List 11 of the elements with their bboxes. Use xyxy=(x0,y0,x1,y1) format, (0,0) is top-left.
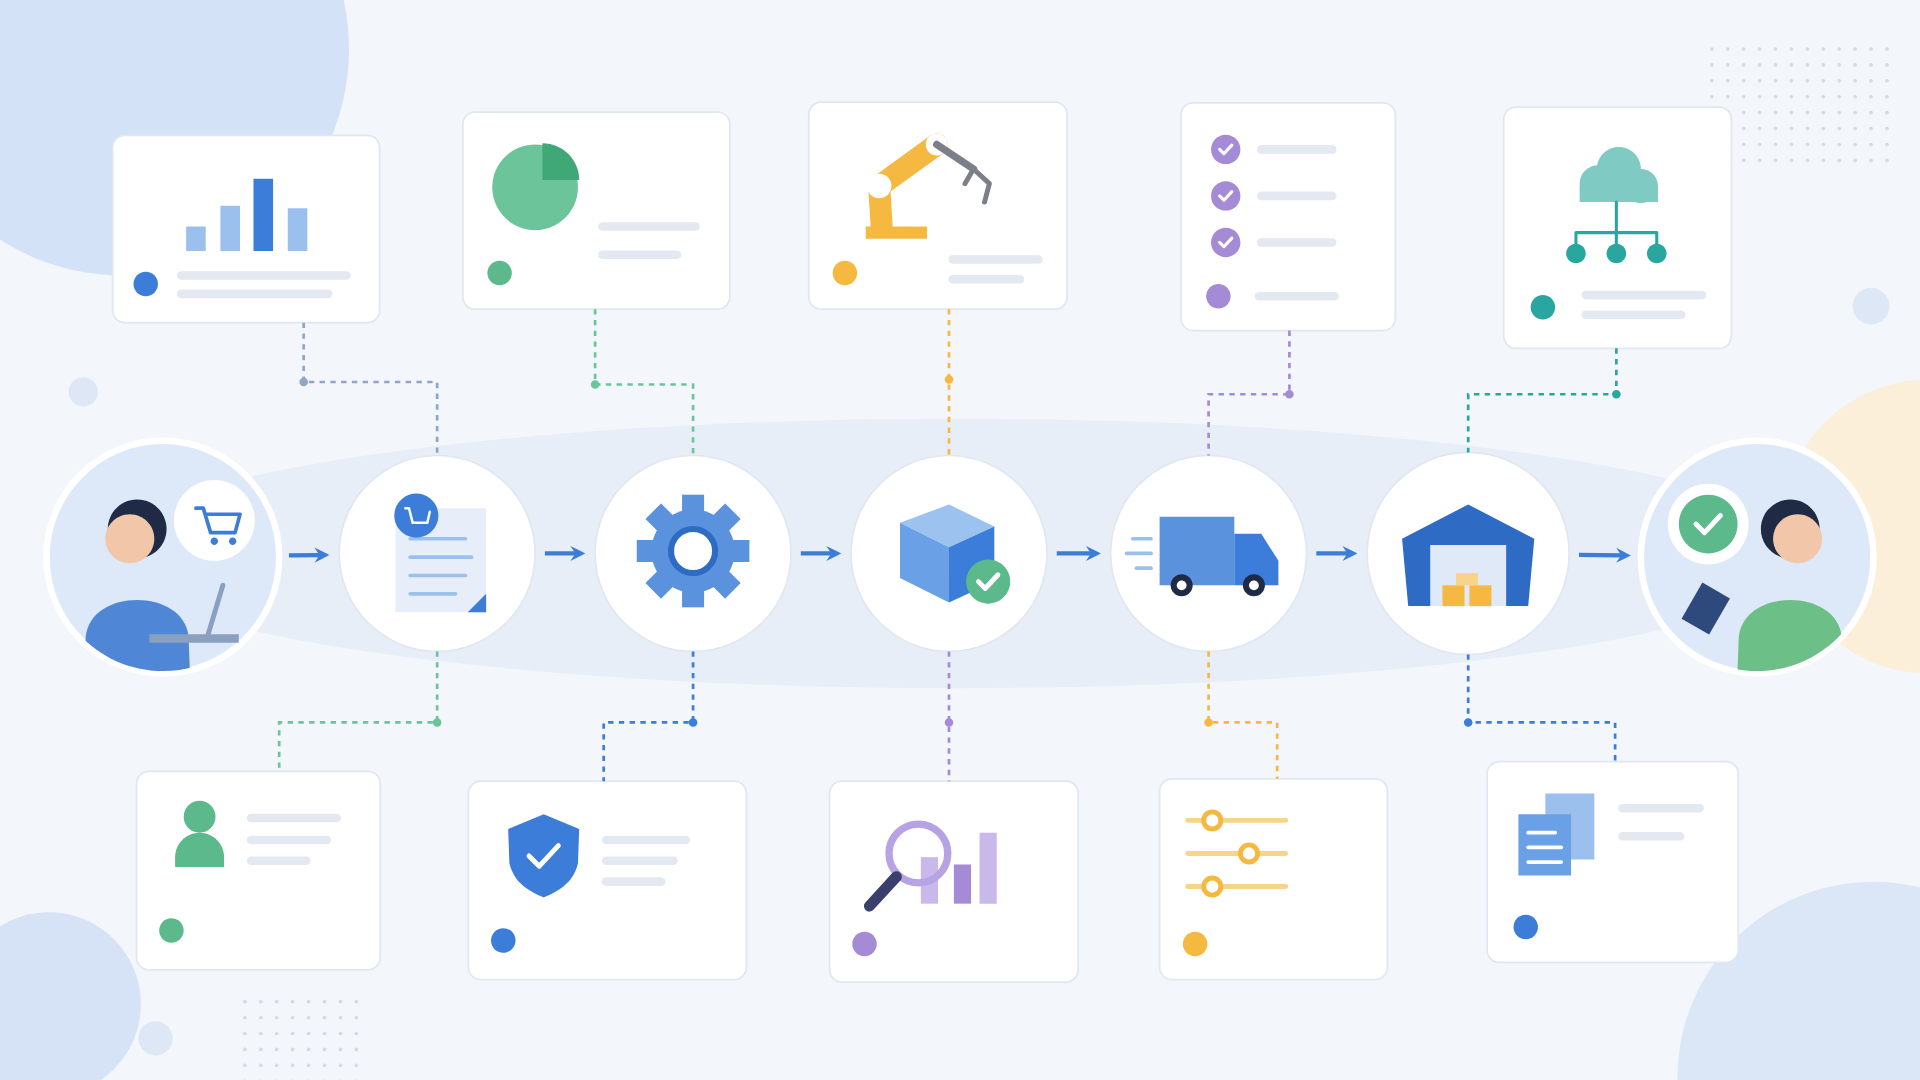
connector-line xyxy=(1463,654,1617,762)
info-card xyxy=(135,770,382,971)
connector-line xyxy=(602,651,698,782)
connector-line xyxy=(590,309,695,456)
info-card xyxy=(1158,777,1389,981)
connector-line xyxy=(1207,330,1294,456)
connector-line xyxy=(944,309,954,456)
info-card xyxy=(828,780,1080,983)
connector-line xyxy=(299,322,439,456)
connector-line xyxy=(1466,348,1621,453)
connector-line xyxy=(1204,651,1279,779)
